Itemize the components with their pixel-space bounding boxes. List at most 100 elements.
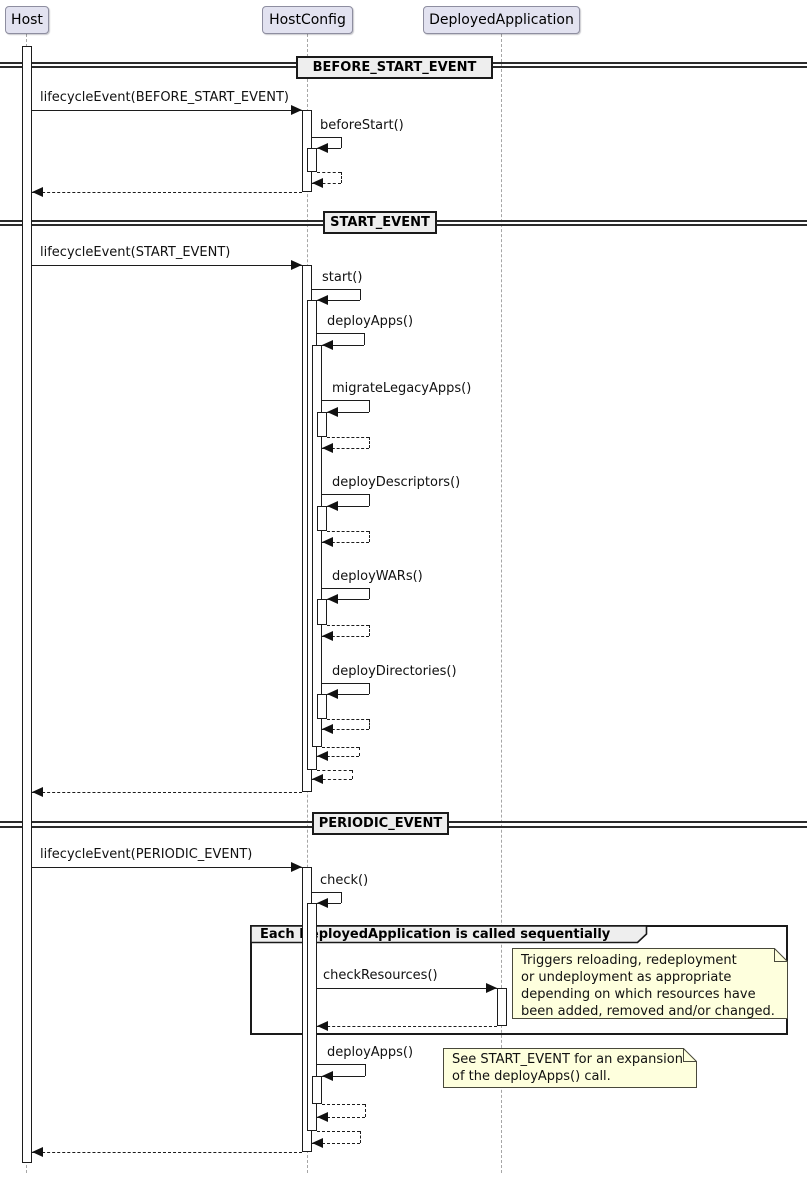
return-line: [369, 625, 370, 636]
return-line: [327, 437, 369, 438]
return-line: [322, 729, 369, 730]
selfcall-line: [369, 400, 370, 412]
arrowhead-right-icon: [291, 862, 302, 872]
group-frame-header: [250, 925, 648, 944]
divider-before-start-event: BEFORE_START_EVENT: [296, 56, 493, 79]
activation-check: [307, 903, 317, 1131]
return-line: [327, 531, 369, 532]
selfcall-line: [327, 506, 369, 507]
return-line: [32, 1152, 302, 1153]
arrowhead-left-icon: [327, 407, 338, 417]
selfcall-line: [317, 300, 360, 301]
return-line: [341, 172, 342, 183]
selfcall-line: [322, 683, 369, 684]
group-label: Each DeployedApplication is called seque…: [260, 927, 611, 942]
return-line: [322, 448, 369, 449]
note-deploy-apps: See START_EVENT for an expansion of the …: [443, 1048, 697, 1088]
arrowhead-left-icon: [32, 1147, 43, 1157]
return-line: [369, 437, 370, 448]
selfcall-line: [322, 494, 369, 495]
selfcall-line: [317, 1064, 365, 1065]
message-line: [32, 265, 302, 266]
arrowhead-left-icon: [317, 751, 328, 761]
message-label: deployDirectories(): [332, 664, 457, 679]
return-line: [365, 1104, 366, 1117]
return-line: [312, 183, 341, 184]
return-line: [369, 719, 370, 729]
return-line: [317, 770, 352, 771]
selfcall-line: [365, 1064, 366, 1076]
selfcall-line: [312, 892, 341, 893]
selfcall-line: [312, 137, 341, 138]
return-line: [312, 779, 352, 780]
arrowhead-left-icon: [327, 689, 338, 699]
return-line: [322, 542, 369, 543]
message-label: lifecycleEvent(BEFORE_START_EVENT): [40, 90, 289, 105]
arrowhead-left-icon: [317, 1021, 328, 1031]
activation-host: [22, 46, 32, 1163]
return-line: [359, 747, 360, 756]
activation-deploydescriptors: [317, 506, 327, 531]
activation-deployedapplication: [497, 988, 507, 1026]
selfcall-line: [312, 289, 360, 290]
lifeline-deployedapplication: [501, 34, 502, 1173]
selfcall-line: [327, 599, 369, 600]
selfcall-line: [322, 1076, 365, 1077]
selfcall-line: [360, 289, 361, 300]
message-label: migrateLegacyApps(): [332, 381, 472, 396]
arrowhead-left-icon: [322, 537, 333, 547]
selfcall-line: [317, 148, 341, 149]
divider-periodic-event: PERIODIC_EVENT: [312, 812, 449, 835]
participant-hostconfig: HostConfig: [262, 6, 353, 34]
message-label: lifecycleEvent(START_EVENT): [40, 245, 231, 260]
message-label: deployDescriptors(): [332, 475, 461, 490]
activation-deploydirectories: [317, 694, 327, 719]
return-line: [327, 625, 369, 626]
return-line: [317, 172, 341, 173]
selfcall-line: [322, 400, 369, 401]
arrowhead-left-icon: [322, 724, 333, 734]
message-label: deployApps(): [327, 314, 414, 329]
message-label: start(): [322, 270, 363, 285]
message-line: [32, 867, 302, 868]
note-text: Triggers reloading, redeployment or unde…: [521, 953, 775, 1019]
arrowhead-left-icon: [32, 187, 43, 197]
message-line: [317, 988, 497, 989]
arrowhead-left-icon: [317, 143, 328, 153]
message-label: beforeStart(): [320, 118, 404, 133]
arrowhead-left-icon: [322, 631, 333, 641]
return-line: [360, 1131, 361, 1143]
arrowhead-left-icon: [312, 178, 323, 188]
selfcall-line: [322, 588, 369, 589]
arrowhead-left-icon: [322, 340, 333, 350]
arrowhead-left-icon: [322, 1071, 333, 1081]
note-text: See START_EVENT for an expansion of the …: [452, 1052, 683, 1084]
arrowhead-left-icon: [327, 594, 338, 604]
selfcall-line: [317, 333, 364, 334]
return-line: [322, 636, 369, 637]
return-line: [317, 756, 359, 757]
arrowhead-right-icon: [486, 983, 497, 993]
divider-start-event: START_EVENT: [323, 211, 437, 234]
return-line: [317, 1117, 365, 1118]
arrowhead-left-icon: [322, 443, 333, 453]
activation-beforestart: [307, 148, 317, 172]
activation-deployapps-start: [312, 345, 322, 747]
message-line: [32, 110, 302, 111]
return-line: [322, 1104, 365, 1105]
selfcall-line: [341, 137, 342, 148]
message-label: lifecycleEvent(PERIODIC_EVENT): [40, 847, 253, 862]
selfcall-line: [369, 588, 370, 599]
message-label: checkResources(): [323, 968, 438, 983]
return-line: [317, 1131, 360, 1132]
return-line: [317, 1026, 497, 1027]
arrowhead-right-icon: [291, 260, 302, 270]
return-line: [312, 1143, 360, 1144]
return-line: [32, 192, 302, 193]
selfcall-line: [317, 903, 341, 904]
selfcall-line: [322, 345, 364, 346]
arrowhead-left-icon: [317, 898, 328, 908]
arrowhead-left-icon: [312, 1138, 323, 1148]
selfcall-line: [369, 494, 370, 506]
